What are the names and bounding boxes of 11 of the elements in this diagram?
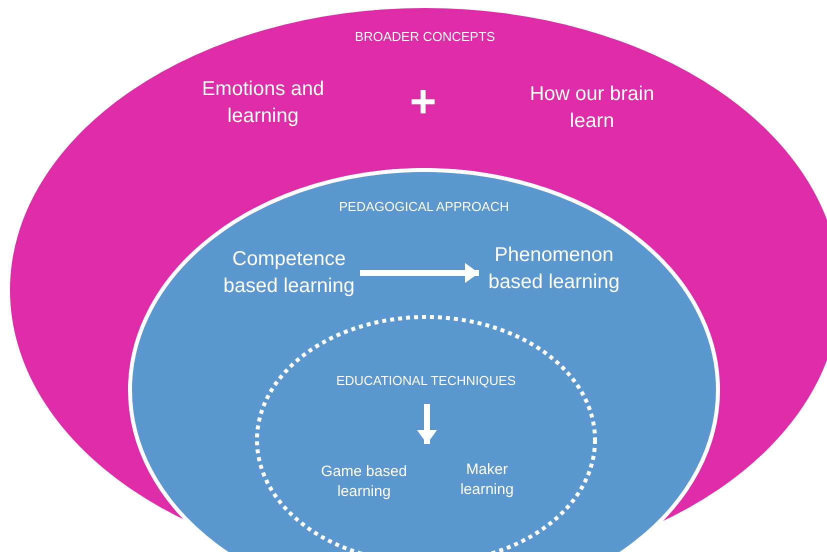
approach-text: Competence based learning: [218, 246, 360, 302]
technique-text: Game based learning: [304, 462, 424, 506]
arrow: [360, 263, 479, 283]
plus-sign: +: [408, 76, 438, 127]
concept-text: How our brain learn: [517, 81, 667, 137]
section-heading: EDUCATIONAL TECHNIQUES: [335, 372, 517, 390]
technique-text: Maker learning: [450, 460, 524, 504]
section-heading: PEDAGOGICAL APPROACH: [338, 198, 510, 216]
section-heading: BROADER CONCEPTS: [354, 28, 496, 46]
concept-text: Emotions and learning: [188, 76, 338, 132]
approach-text: Phenomenon based learning: [479, 242, 629, 298]
